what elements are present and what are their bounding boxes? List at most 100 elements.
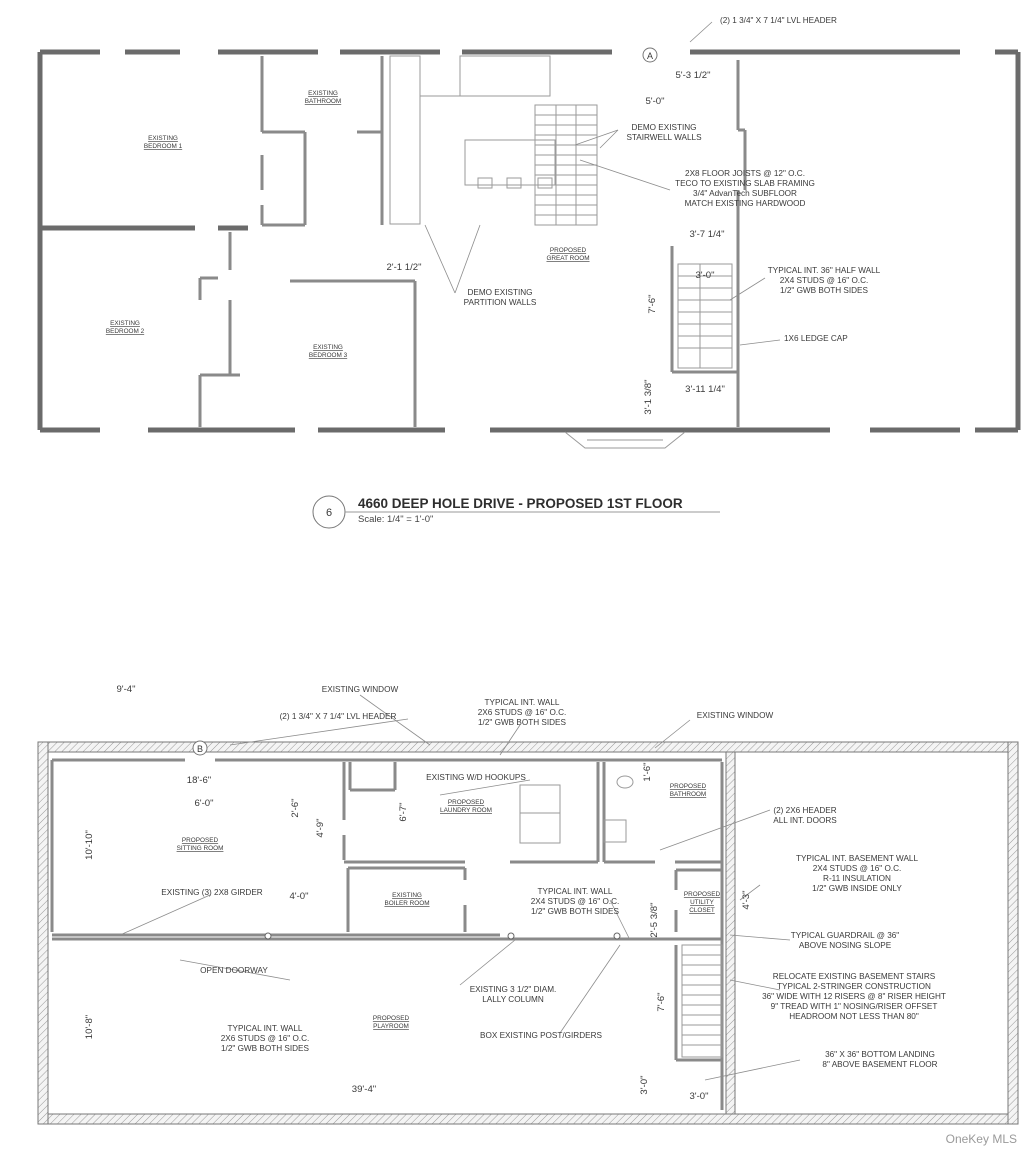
drawing-title: 4660 DEEP HOLE DRIVE - PROPOSED 1ST FLOO…	[358, 496, 683, 511]
dim-bsmt-d5: 2'-6"	[290, 798, 301, 817]
drawing-title-block: 6 4660 DEEP HOLE DRIVE - PROPOSED 1ST FL…	[312, 495, 720, 529]
dim-bsmt-d12: 10'-8"	[84, 1015, 95, 1039]
note-lally-1: EXISTING 3 1/2" DIAM.	[470, 985, 557, 994]
room-label-bathroom-line-2: BATHROOM	[305, 98, 341, 105]
note-stairs-5: HEADROOM NOT LESS THAN 80"	[789, 1012, 919, 1021]
room-label-playroom-line-1: PROPOSED	[373, 1015, 410, 1022]
basement-leaders	[119, 694, 801, 1081]
dim-bsmt-d7: 6'-7"	[398, 802, 409, 821]
note-int-wall-2x6-2: 2X6 STUDS @ 16" O.C.	[478, 708, 567, 717]
room-label-utility-line-2: UTILITY	[690, 899, 715, 906]
room-label-utility-line-3: CLOSET	[689, 907, 715, 914]
watermark: OneKey MLS	[945, 1132, 1017, 1146]
room-label-bedroom-3-line-2: BEDROOM 3	[309, 352, 348, 359]
section-marker-a: A	[642, 47, 658, 63]
note-box-post: BOX EXISTING POST/GIRDERS	[480, 1031, 602, 1040]
note-existing-window-right: EXISTING WINDOW	[697, 711, 774, 720]
room-label-bath-line-2: BATHROOM	[670, 791, 706, 798]
note-stairs-3: 36" WIDE WITH 12 RISERS @ 8" RISER HEIGH…	[762, 992, 946, 1001]
basement-fixtures	[264, 775, 723, 1058]
drawing-scale: Scale: 1/4" = 1'-0"	[358, 514, 433, 525]
room-label-bath-line-1: PROPOSED	[670, 783, 707, 790]
dim-1st-d8: 2'-1 1/2"	[386, 262, 421, 273]
marker-b-text: B	[197, 744, 203, 754]
dim-bsmt-d9: 4'-0"	[289, 891, 308, 902]
dim-bsmt-d6: 4'-9"	[315, 818, 326, 837]
dim-bsmt-d4: 10'-10"	[84, 830, 95, 860]
dim-bsmt-d14: 39'-4"	[352, 1084, 376, 1095]
note-landing-2: 8" ABOVE BASEMENT FLOOR	[822, 1060, 937, 1069]
note-int-wall-2x4-3: 1/2" GWB BOTH SIDES	[531, 907, 620, 916]
note-half-wall-1: TYPICAL INT. 36" HALF WALL	[768, 266, 881, 275]
room-label-sitting-line-2: SITTING ROOM	[177, 845, 224, 852]
basement-foundation	[37, 741, 1019, 1125]
section-marker-b: B	[192, 740, 208, 756]
basement-plan: B PROPOSED SITTING ROOM PROPOSED LAUNDRY…	[37, 684, 1019, 1125]
first-floor-fixtures	[389, 55, 733, 449]
dim-1st-d3: 3'-7 1/4"	[689, 229, 724, 240]
note-lally-2: LALLY COLUMN	[482, 995, 544, 1004]
first-floor-interior-walls	[42, 56, 747, 427]
note-open-doorway: OPEN DOORWAY	[200, 966, 268, 975]
note-lvl-header-1st: (2) 1 3/4" X 7 1/4" LVL HEADER	[720, 16, 837, 25]
note-ledge-cap: 1X6 LEDGE CAP	[784, 334, 848, 343]
dim-bsmt-d10: 2'-5 3/8"	[649, 902, 660, 937]
note-guardrail-2: ABOVE NOSING SLOPE	[799, 941, 892, 950]
front-stoop	[564, 431, 686, 449]
dim-bsmt-d2: 18'-6"	[187, 775, 211, 786]
dim-bsmt-d15: 3'-0"	[639, 1075, 650, 1094]
note-basement-wall-2: 2X4 STUDS @ 16" O.C.	[813, 864, 902, 873]
note-existing-window-left: EXISTING WINDOW	[322, 685, 399, 694]
room-label-bedroom-1-line-2: BEDROOM 1	[144, 143, 183, 150]
note-demo-stair-1: DEMO EXISTING	[631, 123, 696, 132]
dim-1st-d7: 3'-11 1/4"	[685, 384, 725, 395]
note-stairs-4: 9" TREAD WITH 1" NOSING/RISER OFFSET	[771, 1002, 938, 1011]
note-int-wall-2x6-1: TYPICAL INT. WALL	[485, 698, 560, 707]
room-label-bathroom-line-1: EXISTING	[308, 90, 338, 97]
note-header-2x6-2: ALL INT. DOORS	[773, 816, 837, 825]
note-int-wall-2x6-b-3: 1/2" GWB BOTH SIDES	[221, 1044, 310, 1053]
room-label-laundry-line-1: PROPOSED	[448, 799, 485, 806]
note-basement-wall-4: 1/2" GWB INSIDE ONLY	[812, 884, 902, 893]
dim-1st-d2: 5'-0"	[645, 96, 664, 107]
room-label-laundry-line-2: LAUNDRY ROOM	[440, 807, 492, 814]
note-guardrail-1: TYPICAL GUARDRAIL @ 36"	[791, 931, 900, 940]
room-label-utility-line-1: PROPOSED	[684, 891, 721, 898]
basement-interior-walls	[50, 758, 724, 1110]
note-wd-hookups: EXISTING W/D HOOKUPS	[426, 773, 526, 782]
new-stair-treads	[677, 263, 733, 369]
note-basement-wall-3: R-11 INSULATION	[823, 874, 891, 883]
room-label-playroom-line-2: PLAYROOM	[373, 1023, 409, 1030]
dim-bsmt-d1: 9'-4"	[116, 684, 135, 695]
dim-bsmt-d3: 6'-0"	[194, 798, 213, 809]
room-label-bedroom-3-line-1: EXISTING	[313, 344, 343, 351]
note-int-wall-2x6-3: 1/2" GWB BOTH SIDES	[478, 718, 567, 727]
note-header-2x6-1: (2) 2X6 HEADER	[773, 806, 836, 815]
dim-bsmt-d16: 3'-0"	[689, 1091, 708, 1102]
note-half-wall-2: 2X4 STUDS @ 16" O.C.	[780, 276, 869, 285]
basement-stair-treads	[681, 944, 723, 1058]
first-floor-plan: A EXISTING BEDROOM 1 EXISTING BATHROOM E…	[37, 16, 1021, 449]
note-demo-partition-2: PARTITION WALLS	[464, 298, 537, 307]
note-stairs-2: TYPICAL 2-STRINGER CONSTRUCTION	[777, 982, 931, 991]
note-basement-wall-1: TYPICAL INT. BASEMENT WALL	[796, 854, 919, 863]
room-label-boiler-line-2: BOILER ROOM	[384, 900, 429, 907]
demo-stair-treads	[535, 105, 597, 225]
first-floor-exterior-walls	[37, 49, 1021, 433]
dim-1st-d4: 3'-0"	[695, 270, 714, 281]
room-label-bedroom-2-line-1: EXISTING	[110, 320, 140, 327]
room-label-great-room-line-2: GREAT ROOM	[546, 255, 589, 262]
dim-bsmt-d8: 1'-6"	[642, 762, 653, 781]
note-girder: EXISTING (3) 2X8 GIRDER	[161, 888, 263, 897]
note-floor-joists-3: 3/4" AdvanTech SUBFLOOR	[693, 189, 797, 198]
note-demo-partition-1: DEMO EXISTING	[467, 288, 532, 297]
note-half-wall-3: 1/2" GWB BOTH SIDES	[780, 286, 869, 295]
note-floor-joists-1: 2X8 FLOOR JOISTS @ 12" O.C.	[685, 169, 805, 178]
marker-a-text: A	[647, 51, 653, 61]
room-label-boiler-line-1: EXISTING	[392, 892, 422, 899]
note-int-wall-2x6-b-1: TYPICAL INT. WALL	[228, 1024, 303, 1033]
dim-bsmt-d11: 4'-3"	[741, 890, 752, 909]
dim-1st-d1: 5'-3 1/2"	[675, 70, 710, 81]
note-lvl-header-basement: (2) 1 3/4" X 7 1/4" LVL HEADER	[280, 712, 397, 721]
